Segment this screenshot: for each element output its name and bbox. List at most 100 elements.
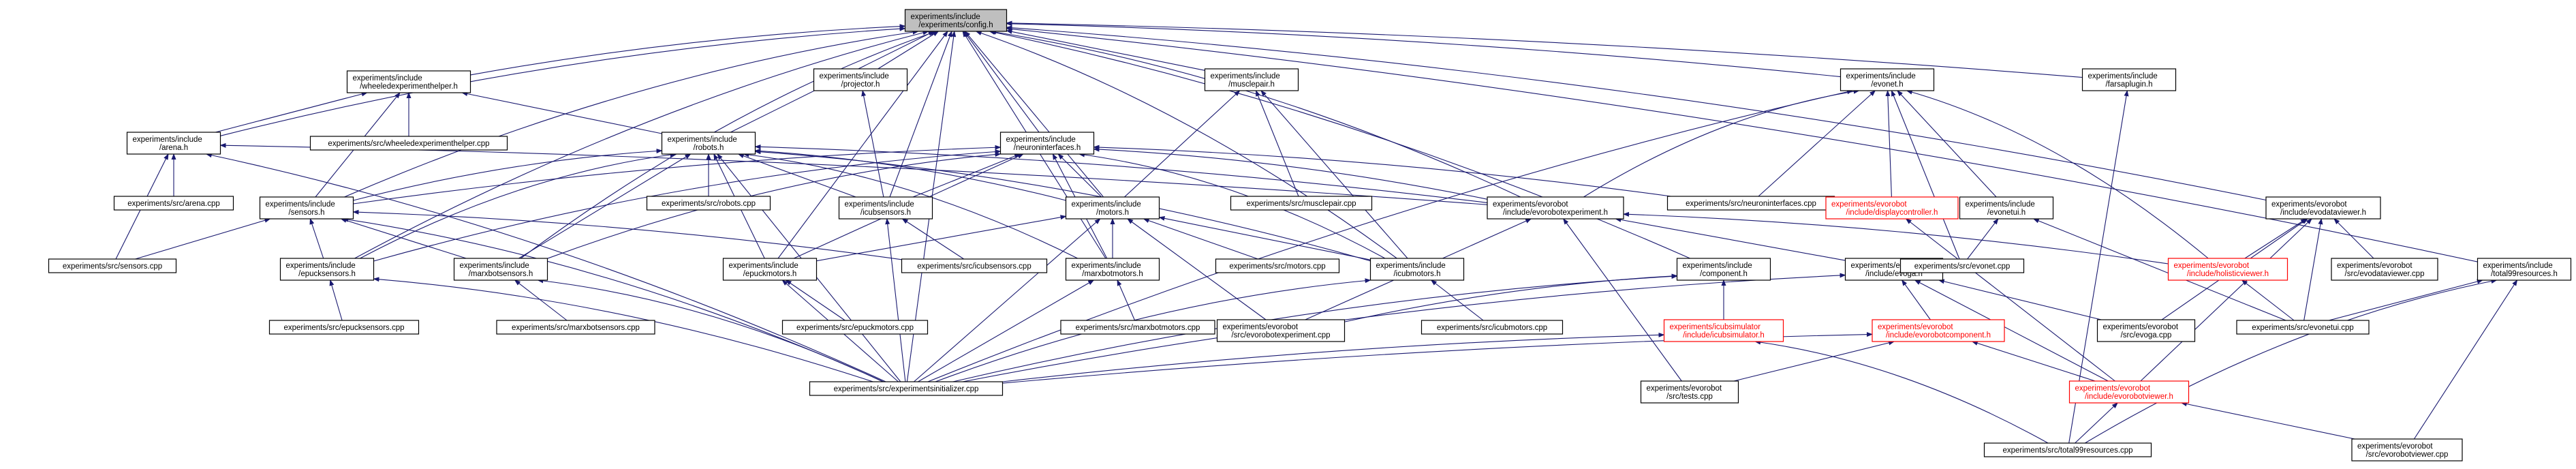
- node-epuckmotors[interactable]: experiments/include/epuckmotors.h: [722, 258, 818, 281]
- node-evobotexpcpp[interactable]: experiments/evorobot/src/evorobotexperim…: [1216, 319, 1346, 342]
- node-evonetui[interactable]: experiments/include/evonetui.h: [1959, 196, 2054, 220]
- node-label: /src/evorobotexperiment.cpp: [1231, 331, 1330, 339]
- edge-evobotexp-to-robots: [754, 144, 1488, 203]
- node-component[interactable]: experiments/include/component.h: [1676, 258, 1771, 281]
- node-icubsensors[interactable]: experiments/include/icubsensors.h: [838, 196, 933, 220]
- edge-musclepair-to-config: [1006, 29, 1205, 71]
- node-evogacpp[interactable]: experiments/evorobot/src/evoga.cpp: [2096, 319, 2196, 342]
- node-icubsimulator[interactable]: experiments/icubsimulator/include/icubsi…: [1663, 319, 1784, 342]
- node-icubsensorscpp[interactable]: experiments/src/icubsensors.cpp: [901, 258, 1048, 273]
- node-box: [1663, 319, 1784, 342]
- edge-icubsensorscpp-to-sensors: [352, 209, 902, 260]
- node-label: experiments/src/arena.cpp: [127, 200, 220, 208]
- node-neuroninterfaces[interactable]: experiments/include/neuroninterfaces.h: [999, 132, 1095, 155]
- edge-arena-to-weh: [215, 91, 368, 133]
- node-label: /include/evorobotviewer.h: [2085, 393, 2173, 401]
- node-evonetcpp[interactable]: experiments/src/evonet.cpp: [1899, 258, 2025, 273]
- edge-icubsensors-to-robots: [737, 153, 856, 198]
- node-box: [1065, 258, 1160, 281]
- node-motors[interactable]: experiments/include/motors.h: [1065, 196, 1160, 220]
- node-arenacpp[interactable]: experiments/src/arena.cpp: [113, 196, 234, 211]
- node-box: [113, 196, 234, 211]
- node-initializer[interactable]: experiments/src/experimentsinitializer.c…: [809, 381, 1004, 396]
- node-label: experiments/evorobot: [1831, 200, 1907, 209]
- edge-evonetuicpp-to-evonetui: [2032, 218, 2286, 321]
- node-evonet[interactable]: experiments/include/evonet.h: [1840, 68, 1935, 91]
- node-box: [1230, 196, 1373, 211]
- node-label: /include/evodataviewer.h: [2280, 209, 2366, 217]
- edge-initializer-to-marxbotmotors: [918, 279, 1095, 382]
- node-evobotcomponent[interactable]: experiments/evorobot/include/evorobotcom…: [1872, 319, 2005, 342]
- node-sensorscpp[interactable]: experiments/src/sensors.cpp: [48, 258, 177, 273]
- node-sensors[interactable]: experiments/include/sensors.h: [259, 196, 354, 220]
- node-displaycontroller[interactable]: experiments/evorobot/include/displaycont…: [1825, 196, 1959, 220]
- node-box: [661, 132, 756, 155]
- node-label: experiments/src/robots.cpp: [662, 200, 756, 208]
- node-robots[interactable]: experiments/include/robots.h: [661, 132, 756, 155]
- node-evobotviewercpp[interactable]: experiments/evorobot/src/evorobotviewer.…: [2351, 438, 2463, 462]
- edge-epucksensorscpp-to-epucksensors: [329, 279, 343, 321]
- edge-marxbotmotorscpp-to-marxbotmotors: [1117, 279, 1136, 321]
- edge-initializer-to-component: [952, 273, 1678, 382]
- node-arena[interactable]: experiments/include/arena.h: [126, 132, 221, 155]
- node-label: experiments/src/evonet.cpp: [1914, 262, 2011, 271]
- edge-epuckmotors-to-motors: [816, 215, 1067, 262]
- node-label: experiments/include: [845, 200, 914, 209]
- node-robotscpp[interactable]: experiments/src/robots.cpp: [646, 196, 771, 211]
- node-layer: experiments/include/experiments/config.h…: [48, 9, 2572, 462]
- node-marxbotmotorscpp[interactable]: experiments/src/marxbotmotors.cpp: [1060, 320, 1215, 335]
- node-icubmotors[interactable]: experiments/include/icubmotors.h: [1369, 258, 1465, 281]
- node-evonetuicpp[interactable]: experiments/src/evonetui.cpp: [2236, 320, 2370, 335]
- edge-farsaplugin-to-config: [1006, 20, 2083, 78]
- node-config[interactable]: experiments/include/experiments/config.h: [904, 9, 1008, 32]
- node-total99cpp[interactable]: experiments/src/total99resources.cpp: [1983, 442, 2152, 457]
- node-label: /neuroninterfaces.h: [1014, 144, 1081, 152]
- node-neuroninterfacescpp[interactable]: experiments/src/neuroninterfaces.cpp: [1666, 196, 1835, 211]
- node-epuckmotorscpp[interactable]: experiments/src/epuckmotors.cpp: [781, 320, 929, 335]
- node-wehcpp[interactable]: experiments/src/wheeledexperimenthelper.…: [309, 136, 508, 151]
- node-label: /src/tests.cpp: [1666, 393, 1713, 401]
- node-label: /evonetui.h: [1987, 209, 2026, 217]
- node-label: /src/evoga.cpp: [2121, 331, 2172, 339]
- node-musclepaircpp[interactable]: experiments/src/musclepair.cpp: [1230, 196, 1373, 211]
- node-label: experiments/include: [1376, 262, 1446, 270]
- node-evodataviewercpp[interactable]: experiments/evorobot/src/evodataviewer.c…: [2331, 258, 2438, 281]
- node-label: experiments/src/marxbotsensors.cpp: [512, 324, 640, 332]
- node-box: [1421, 320, 1564, 335]
- node-marxbotsensors[interactable]: experiments/include/marxbotsensors.h: [453, 258, 548, 281]
- node-box: [1065, 196, 1160, 220]
- node-label: /epucksensors.h: [298, 270, 356, 278]
- node-marxbotsensorscpp[interactable]: experiments/src/marxbotsensors.cpp: [496, 320, 655, 335]
- node-holistic[interactable]: experiments/evorobot/include/holisticvie…: [2167, 258, 2288, 281]
- node-total99[interactable]: experiments/include/total99resources.h: [2477, 258, 2572, 281]
- node-icubmotorscpp[interactable]: experiments/src/icubmotors.cpp: [1421, 320, 1564, 335]
- edge-evobotviewer-to-evobotcomponent: [1971, 341, 2096, 382]
- node-musclepair[interactable]: experiments/include/musclepair.h: [1204, 68, 1299, 91]
- node-marxbotmotors[interactable]: experiments/include/marxbotmotors.h: [1065, 258, 1160, 281]
- node-epucksensorscpp[interactable]: experiments/src/epucksensors.cpp: [268, 320, 420, 335]
- node-testscpp[interactable]: experiments/evorobot/src/tests.cpp: [1640, 380, 1739, 404]
- node-farsaplugin[interactable]: experiments/include/farsaplugin.h: [2081, 68, 2177, 91]
- node-label: experiments/include: [133, 136, 202, 144]
- node-label: /arena.h: [159, 144, 188, 152]
- node-motorscpp[interactable]: experiments/src/motors.cpp: [1215, 258, 1340, 273]
- edge-initializer-to-motors: [914, 218, 1101, 382]
- edge-evobotviewercpp-to-evobotviewer: [2180, 402, 2355, 440]
- node-evodataviewer[interactable]: experiments/evorobot/include/evodataview…: [2265, 196, 2381, 220]
- node-epucksensors[interactable]: experiments/include/epucksensors.h: [279, 258, 375, 281]
- node-evobotexp[interactable]: experiments/evorobot/include/evorobotexp…: [1487, 196, 1624, 220]
- node-projector[interactable]: experiments/include/projector.h: [813, 68, 908, 91]
- node-label: /icubsensors.h: [860, 209, 911, 217]
- edge-motors-to-neuroninterfaces: [1057, 153, 1102, 198]
- node-box: [268, 320, 420, 335]
- edge-holistic-to-evonet: [1906, 89, 2209, 259]
- node-weh[interactable]: experiments/include/wheeledexperimenthel…: [346, 70, 471, 93]
- edge-icubmotors-to-neuroninterfaces: [1078, 152, 1386, 259]
- node-label: experiments/icubsimulator: [1670, 323, 1761, 331]
- edge-marxbotsensors-to-config: [520, 31, 937, 259]
- edge-evobotviewer-to-displaycontroller: [1905, 218, 2115, 382]
- edge-evonetuicpp-to-holistic: [2241, 279, 2295, 321]
- node-evobotviewer[interactable]: experiments/evorobot/include/evorobotvie…: [2068, 380, 2190, 404]
- node-box: [646, 196, 771, 211]
